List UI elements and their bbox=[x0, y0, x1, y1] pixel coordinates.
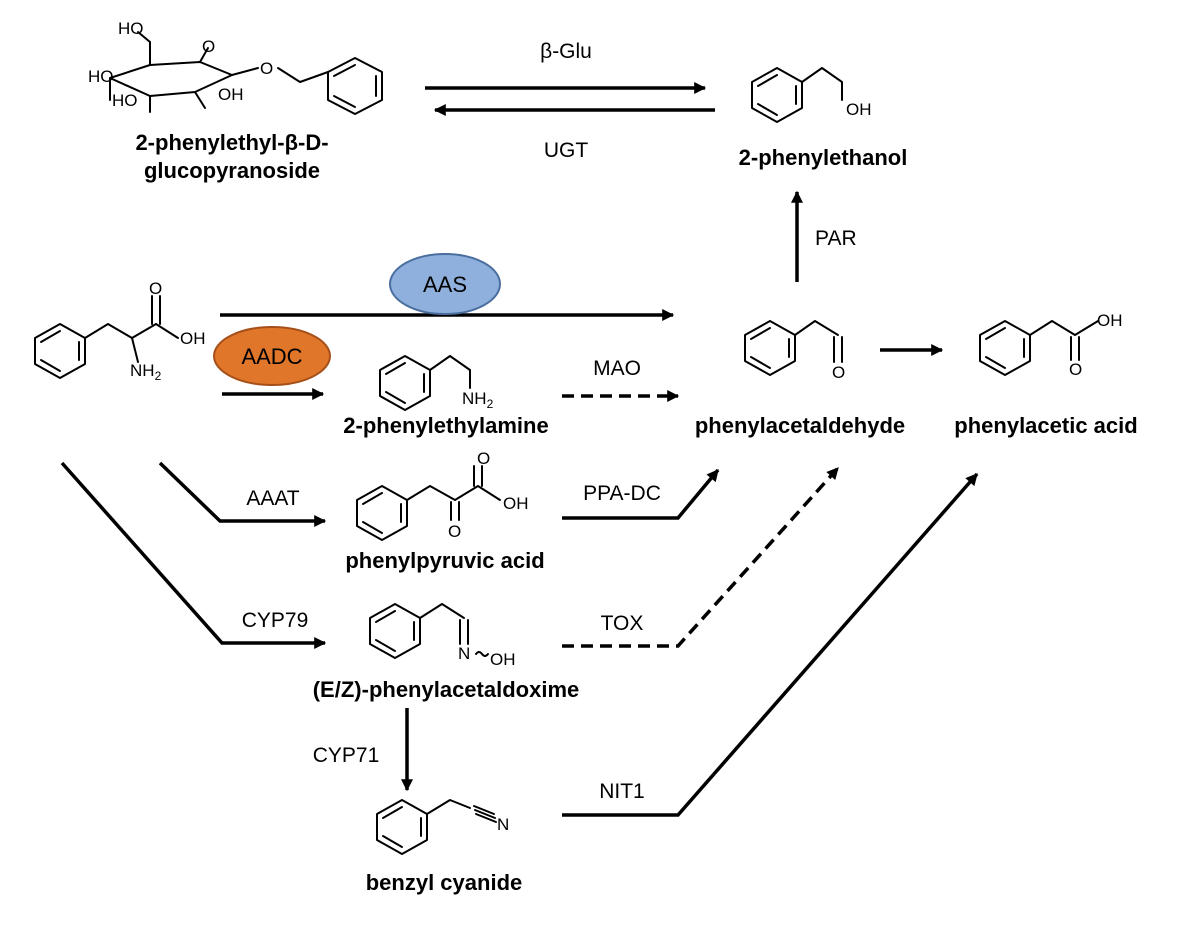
o-atom-pyruvic-keto: O bbox=[448, 522, 461, 541]
o-atom-aldehyde: O bbox=[832, 363, 845, 382]
phenylethylamine-structure: NH2 bbox=[379, 355, 494, 411]
oh-atom-pyruvic: OH bbox=[503, 494, 529, 513]
cyp79-arrow bbox=[60, 461, 327, 649]
phenylacetic-acid-structure: OH O bbox=[979, 311, 1123, 379]
o-atom-phe: O bbox=[149, 279, 162, 298]
nh2-atom-amine: NH2 bbox=[462, 389, 494, 411]
o-atom-pyruvic-top: O bbox=[477, 449, 490, 468]
o-atom-acid: O bbox=[1069, 360, 1082, 379]
par-label: PAR bbox=[815, 227, 857, 250]
phenylpyruvic-acid-structure: O O OH bbox=[356, 449, 529, 541]
phenylethanol-label: 2-phenylethanol bbox=[739, 145, 908, 170]
phenylacetaldehyde-label: phenylacetaldehyde bbox=[695, 413, 905, 438]
cyp79-label: CYP79 bbox=[242, 609, 309, 632]
nit1-arrow bbox=[562, 472, 979, 817]
aadc-enzyme-oval bbox=[213, 326, 331, 386]
o-linker-atom: O bbox=[260, 59, 273, 78]
phenylethylamine-label: 2-phenylethylamine bbox=[343, 413, 548, 438]
phenylacetaldoxime-label: (E/Z)-phenylacetaldoxime bbox=[313, 677, 580, 702]
tox-label: TOX bbox=[601, 612, 644, 635]
mao-label: MAO bbox=[593, 357, 641, 380]
glucoside-label-line1: 2-phenylethyl-β-D- bbox=[135, 130, 328, 155]
tox-arrow bbox=[562, 466, 840, 648]
phenylalanine-structure: O OH NH2 bbox=[34, 279, 206, 383]
glucoside-structure: HO O HO HO OH O bbox=[88, 19, 383, 115]
ho-atom-1: HO bbox=[118, 19, 144, 38]
oh-atom-ethanol: OH bbox=[846, 100, 872, 119]
nit1-label: NIT1 bbox=[599, 780, 645, 803]
n-atom-nitrile: N bbox=[497, 815, 509, 834]
oh-atom-glc: OH bbox=[218, 85, 244, 104]
phenylacetaldehyde-structure: O bbox=[744, 320, 845, 382]
phenylethanol-structure: OH bbox=[751, 67, 872, 123]
ho-atom-2: HO bbox=[88, 67, 114, 86]
aas-label: AAS bbox=[423, 272, 467, 297]
benzyl-cyanide-structure: N bbox=[376, 799, 509, 855]
ppa-dc-label: PPA-DC bbox=[583, 482, 661, 505]
oh-atom-phe: OH bbox=[180, 329, 206, 348]
phenylacetic-acid-label: phenylacetic acid bbox=[954, 413, 1137, 438]
nh2-atom-phe: NH2 bbox=[130, 361, 162, 383]
aaat-arrow bbox=[158, 461, 327, 527]
aadc-label: AADC bbox=[241, 344, 302, 369]
cyp71-label: CYP71 bbox=[313, 744, 380, 767]
aaat-label: AAAT bbox=[246, 487, 299, 510]
oh-atom-acid: OH bbox=[1097, 311, 1123, 330]
ppa-dc-arrow bbox=[562, 468, 720, 520]
ugt-label: UGT bbox=[544, 139, 589, 162]
o-ring-atom: O bbox=[202, 37, 215, 56]
beta-glu-label: β-Glu bbox=[540, 40, 592, 63]
phenylacetaldoxime-structure: N OH bbox=[369, 603, 516, 669]
phenylpyruvic-acid-label: phenylpyruvic acid bbox=[345, 548, 544, 573]
n-atom-oxime: N bbox=[458, 644, 470, 663]
glucoside-label-line2: glucopyranoside bbox=[144, 158, 320, 183]
ho-atom-3: HO bbox=[112, 91, 138, 110]
aas-enzyme-oval bbox=[389, 253, 501, 315]
oh-atom-oxime: OH bbox=[490, 650, 516, 669]
benzyl-cyanide-label: benzyl cyanide bbox=[366, 870, 523, 895]
